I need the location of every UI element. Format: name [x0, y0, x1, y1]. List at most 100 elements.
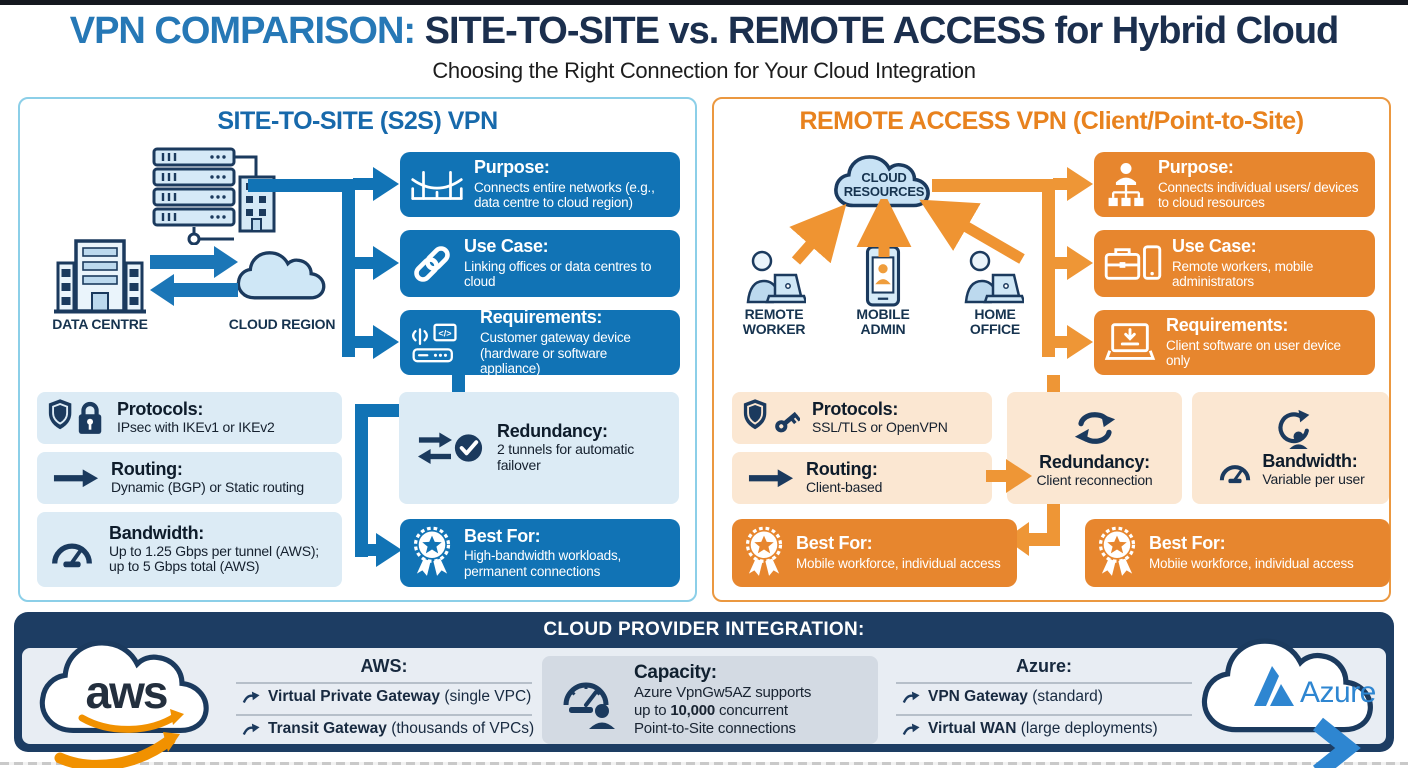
capacity-line2-bold: 10,000: [670, 701, 716, 719]
fact-title: Protocols:: [117, 399, 204, 420]
s2s-redundancy-box: Redundancy: 2 tunnels for automatic fail…: [399, 392, 679, 504]
s2s-arrowhead-3: [373, 325, 399, 359]
remote-worker-label: REMOTE WORKER: [742, 306, 806, 338]
card-title: Requirements:: [480, 307, 603, 328]
ra-usecase-card: Use Case: Remote workers, mobile adminis…: [1094, 230, 1375, 297]
ra-panel-title: REMOTE ACCESS VPN (Client/Point-to-Site): [799, 107, 1304, 135]
azure-item-1: VPN Gateway (standard): [902, 688, 1103, 706]
ra-routing-arrow-bar: [986, 470, 1008, 482]
mobile-admin-label: MOBILE ADMIN: [856, 306, 910, 338]
fact-title: Redundancy:: [497, 421, 608, 442]
chain-link-icon: [410, 242, 454, 286]
separator: [896, 714, 1192, 716]
provider-integration-bar: CLOUD PROVIDER INTEGRATION: aws AWS: Vir…: [14, 612, 1394, 768]
card-body: High-bandwidth workloads, permanent conn…: [464, 548, 622, 579]
bullet-arrow-icon: [242, 722, 260, 737]
s2s-connector-trunk: [342, 179, 355, 357]
page-title-accent: VPN COMPARISON:: [69, 10, 416, 52]
from-cloud-arrow: [172, 283, 238, 297]
ra-requirements-card: Requirements: Client software on user de…: [1094, 310, 1375, 375]
from-cloud-arrowhead: [150, 274, 174, 306]
item-rest: (thousands of VPCs): [386, 720, 535, 737]
aws-heading: AWS:: [360, 656, 408, 676]
briefcase-phone-icon: [1104, 242, 1162, 286]
s2s-panel-title: SITE-TO-SITE (S2S) VPN: [217, 107, 498, 135]
svg-text:aws: aws: [86, 666, 167, 718]
fact-body: IPsec with IKEv1 or IKEv2: [117, 419, 275, 436]
ra-bestfor-card-1: Best For: Mobile workforce, individual a…: [732, 519, 1017, 587]
shield-key-icon: [742, 397, 800, 439]
card-title: Best For:: [464, 525, 541, 546]
speedometer-user-icon: [556, 671, 620, 729]
aws-logo: aws: [39, 640, 209, 768]
card-body: Mobiie workforce, individual access: [1149, 556, 1354, 572]
capacity-line1: Azure VpnGw5AZ supports: [634, 683, 812, 701]
bullet-arrow-icon: [242, 690, 260, 705]
ra-purpose-card: Purpose: Connects individual users/ devi…: [1094, 152, 1375, 217]
card-body: Connects individual users/ devices to cl…: [1158, 179, 1359, 211]
award-ribbon-icon: [1095, 525, 1139, 581]
s2s-stub-v2: [355, 404, 368, 557]
fact-title: Redundancy:: [1039, 452, 1150, 473]
separator: [896, 682, 1192, 684]
ra-connector-h: [932, 179, 1044, 192]
ra-arrow-bar-2: [1053, 257, 1069, 269]
s2s-purpose-card: Purpose: Connects entire networks (e.g.,…: [400, 152, 680, 217]
fact-body: Variable per user: [1262, 470, 1365, 487]
fact-body: Client-based: [806, 479, 883, 496]
cloud-label-line1: CLOUD: [861, 170, 907, 185]
item-rest: (large deployments): [1016, 720, 1158, 737]
fact-title: Protocols:: [812, 399, 899, 420]
azure-item-2: Virtual WAN (large deployments): [902, 720, 1158, 738]
data-centre-building-icon: [54, 239, 146, 314]
s2s-panel: SITE-TO-SITE (S2S) VPN: [18, 97, 697, 602]
s2s-connector-h: [248, 179, 348, 192]
home-office-icon: [964, 250, 1024, 304]
swap-check-icon: [417, 429, 485, 467]
fact-body: Client reconnection: [1036, 472, 1153, 489]
s2s-arrowhead-2: [373, 246, 399, 280]
s2s-requirements-card: </> Requirements: Customer gateway devic…: [400, 307, 680, 376]
item-rest: (single VPC): [440, 688, 532, 705]
shield-lock-icon: [47, 397, 105, 439]
award-ribbon-icon: [410, 525, 454, 581]
card-title: Best For:: [796, 533, 873, 554]
remote-access-panel: REMOTE ACCESS VPN (Client/Point-to-Site)…: [712, 97, 1391, 602]
capacity-line3: Point-to-Site connections: [634, 720, 796, 738]
remote-worker-icon: [746, 250, 806, 304]
s2s-arrow-bar-1: [353, 178, 373, 190]
s2s-arrowhead-1: [373, 167, 399, 201]
arrow-right-icon: [748, 467, 794, 489]
fact-title: Routing:: [806, 459, 878, 480]
ra-routing-arrowhead: [1006, 459, 1032, 493]
svg-text:Azure: Azure: [1300, 676, 1376, 709]
ra-bandwidth-box: Bandwidth: Variable per user: [1192, 392, 1389, 504]
refresh-icon: [1068, 407, 1122, 449]
ra-arrowhead-2: [1067, 246, 1093, 280]
page-subtitle: Choosing the Right Connection for Your C…: [432, 58, 976, 83]
speedometer-icon: [47, 530, 97, 570]
data-centre-label: DATA CENTRE: [52, 316, 148, 332]
user-network-icon: [1104, 161, 1148, 209]
server-rack-icon: [152, 147, 276, 245]
s2s-arrow-bar-3: [353, 336, 373, 348]
to-cloud-arrowhead: [214, 246, 238, 278]
ra-arrowhead-1: [1067, 167, 1093, 201]
item-rest: (standard): [1027, 688, 1103, 705]
user-cycle-icon: [1270, 409, 1312, 449]
page-title-main: SITE-TO-SITE vs. REMOTE ACCESS for Hybri…: [415, 10, 1340, 52]
ra-bestfor-arrow-bar: [1027, 533, 1060, 546]
s2s-bestfor-card: Best For: High-bandwidth workloads, perm…: [400, 519, 680, 587]
card-body: Client software on user device only: [1166, 337, 1341, 369]
s2s-protocols-box: Protocols: IPsec with IKEv1 or IKEv2: [37, 392, 342, 444]
ra-arrow-bar-1: [1053, 178, 1069, 190]
gateway-device-icon: </>: [410, 321, 470, 365]
s2s-bestfor-arrowhead: [376, 533, 402, 567]
bottom-edge-strip: [0, 762, 1408, 765]
s2s-usecase-card: Use Case: Linking offices or data centre…: [400, 230, 680, 297]
item-bold: Transit Gateway: [268, 720, 387, 737]
to-cloud-arrow: [150, 255, 216, 269]
provider-bar-title: CLOUD PROVIDER INTEGRATION:: [543, 619, 865, 640]
fact-body: Up to 1.25 Gbps per tunnel (AWS); up to …: [109, 542, 319, 575]
